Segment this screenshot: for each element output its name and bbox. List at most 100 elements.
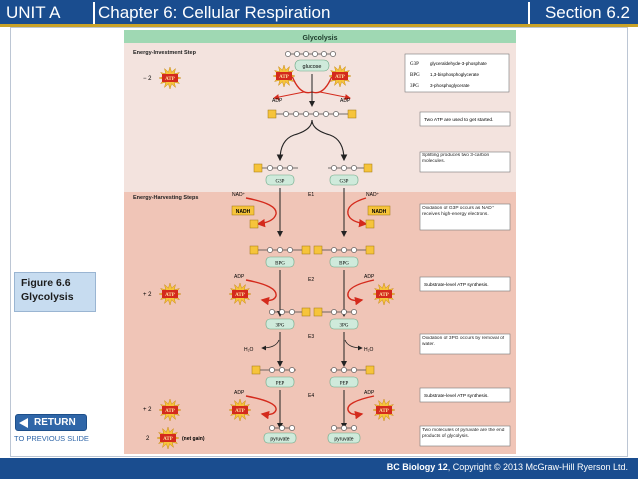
molecule-pill-bpg: BPG xyxy=(329,256,359,268)
atp-burst: ATP xyxy=(372,282,396,306)
glucose-label: glucose xyxy=(303,64,322,70)
molecule-pill-bpg: BPG xyxy=(265,256,295,268)
svg-text:BPG: BPG xyxy=(339,262,349,267)
note-text: Substrate-level ATP synthesis. xyxy=(424,393,489,399)
atp-label: ATP xyxy=(379,409,389,414)
balance-two-label: 2 xyxy=(146,436,150,442)
unit-label: UNIT A xyxy=(6,3,61,22)
split-arrow-right xyxy=(311,119,348,162)
nadh-box: NADH xyxy=(231,205,255,216)
molecule-pill-pep: PEP xyxy=(329,376,359,388)
note-box: Substrate-level ATP synthesis. xyxy=(419,387,511,403)
note-box: Two molecules of pyruvate are the end pr… xyxy=(419,425,511,447)
enzyme-label: E3 xyxy=(308,334,314,340)
legend-box xyxy=(404,53,510,93)
phase-harvesting-label: Energy-Harvesting Steps xyxy=(133,195,198,201)
legend-abbr: G3P xyxy=(410,62,419,67)
atp-label: ATP xyxy=(379,293,389,298)
figure-caption-box: Figure 6.6 Glycolysis xyxy=(14,272,96,312)
carbon-chain-g3p xyxy=(328,163,373,173)
diagram-title: Glycolysis xyxy=(302,35,337,42)
enzyme-label: E4 xyxy=(308,393,314,399)
atp-burst: ATP xyxy=(158,66,182,90)
net-gain-label: (net gain) xyxy=(182,436,205,442)
note-text: Oxidation of 3PG occurs by removal of wa… xyxy=(422,336,505,347)
return-label: RETURN xyxy=(34,417,76,428)
atp-burst: ATP xyxy=(228,282,252,306)
svg-text:pyruvate: pyruvate xyxy=(270,437,289,443)
adp-label: ADP xyxy=(364,274,375,280)
molecule-pill-g3p: G3P xyxy=(265,174,295,186)
adp-release-arrow xyxy=(319,91,351,100)
atp-burst: ATP xyxy=(158,398,182,422)
legend-entry: G3P glyceraldehyde-3-phosphate xyxy=(410,61,487,67)
nad-label: NAD⁺ xyxy=(232,192,246,198)
pyruvate-molecule: pyruvate xyxy=(263,432,297,444)
phosphate-tag xyxy=(249,219,259,229)
figure-title: Glycolysis xyxy=(21,291,74,303)
adp-release-arrow xyxy=(273,91,305,100)
nad-label: NAD⁺ xyxy=(366,192,380,198)
atp-label: ATP xyxy=(165,409,175,414)
svg-text:G3P: G3P xyxy=(276,180,285,185)
footer-bar: BC Biology 12, Copyright © 2013 McGraw-H… xyxy=(0,458,638,479)
svg-text:PEP: PEP xyxy=(340,382,349,387)
atp-label: ATP xyxy=(335,75,345,80)
footer-copyright-text: , Copyright © 2013 McGraw-Hill Ryerson L… xyxy=(447,462,628,472)
legend-name: glyceraldehyde-3-phosphate xyxy=(430,61,487,66)
molecule-pill-g3p: G3P xyxy=(329,174,359,186)
carbon-chain-pep xyxy=(251,365,296,375)
legend-entry: BPG 1,3-bisphosphoglycerate xyxy=(410,72,480,78)
carbon-chain-bpg xyxy=(249,245,311,255)
atp-burst: ATP xyxy=(158,282,182,306)
atp-label: ATP xyxy=(279,75,289,80)
harvesting-background xyxy=(124,192,516,454)
svg-text:pyruvate: pyruvate xyxy=(334,437,353,443)
chapter-title: Chapter 6: Cellular Respiration xyxy=(98,3,331,22)
svg-text:G3P: G3P xyxy=(340,180,349,185)
atp-synthesis-arrow xyxy=(245,279,277,306)
legend-abbr: BPG xyxy=(410,73,420,78)
note-text: Substrate-level ATP synthesis. xyxy=(424,282,489,288)
atp-label: ATP xyxy=(165,77,175,82)
note-box: Splitting produces two 3-carbon molecule… xyxy=(419,151,511,173)
return-arrow-icon xyxy=(19,418,28,428)
nadh-box: NADH xyxy=(367,205,391,216)
molecule-pill-3pg: 3PG xyxy=(265,318,295,330)
section-label: Section 6.2 xyxy=(544,3,630,22)
header-divider xyxy=(528,2,530,24)
carbon-chain-pyruvate xyxy=(331,425,357,431)
footer-copyright: BC Biology 12, Copyright © 2013 McGraw-H… xyxy=(387,462,628,472)
adp-label: ADP xyxy=(364,390,375,396)
adp-label: ADP xyxy=(272,98,283,104)
carbon-chain-g3p xyxy=(253,163,298,173)
atp-burst: ATP xyxy=(156,426,180,450)
water-arrow xyxy=(261,339,280,351)
atp-burst: ATP xyxy=(372,398,396,422)
molecule-pill-3pg: 3PG xyxy=(329,318,359,330)
pyruvate-molecule: pyruvate xyxy=(327,432,361,444)
figure-number: Figure 6.6 xyxy=(21,277,71,289)
carbon-chain-bpg xyxy=(313,245,375,255)
balance-plus-label: + 2 xyxy=(143,407,152,413)
atp-label: ATP xyxy=(163,437,173,442)
atp-synthesis-arrow xyxy=(347,395,375,420)
previous-slide-link[interactable]: TO PREVIOUS SLIDE xyxy=(14,434,89,443)
adp-label: ADP xyxy=(234,390,245,396)
legend-abbr: 3PG xyxy=(410,84,419,89)
note-text: Two ATP are used to get started. xyxy=(424,117,493,123)
note-text: Two molecules of pyruvate are the end pr… xyxy=(422,428,505,439)
header-divider xyxy=(93,2,95,24)
enzyme-label: E2 xyxy=(308,277,314,283)
phase-investment-label: Energy-Investment Step xyxy=(133,50,197,56)
carbon-chain-pyruvate xyxy=(269,425,295,431)
return-button[interactable]: RETURN xyxy=(15,414,87,431)
atp-synthesis-arrow xyxy=(347,279,375,306)
legend-name: 1,3-bisphosphoglycerate xyxy=(430,72,480,77)
note-box: Oxidation of 3PG occurs by removal of wa… xyxy=(419,333,511,355)
molecule-pill-pep: PEP xyxy=(265,376,295,388)
adp-label: ADP xyxy=(234,274,245,280)
note-text: Oxidation of G3P occurs as NAD⁺ receives… xyxy=(422,206,495,217)
carbon-chain-pep xyxy=(330,365,375,375)
